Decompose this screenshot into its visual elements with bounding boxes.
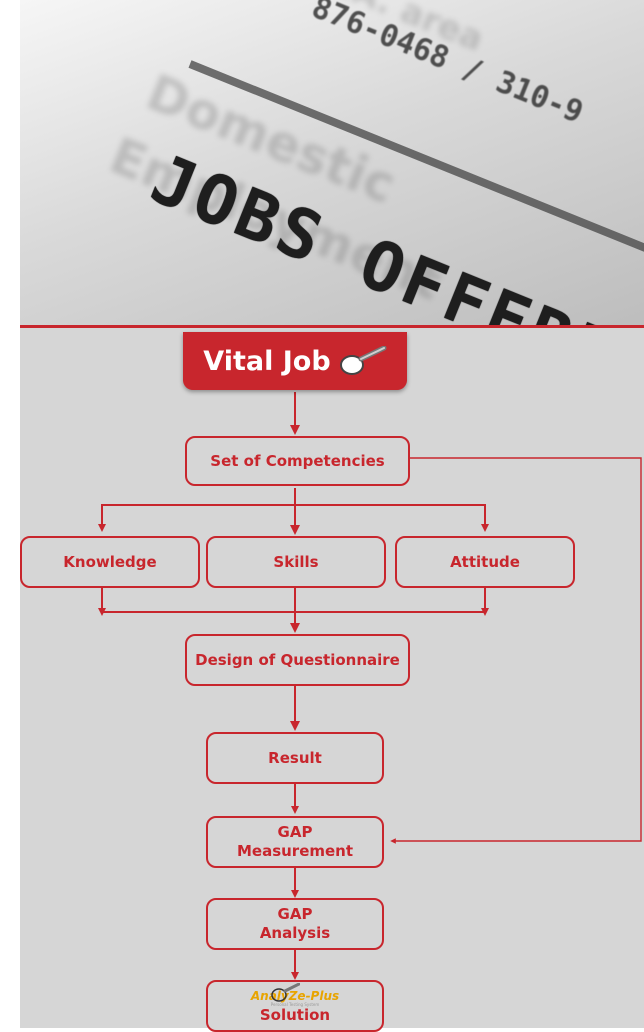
node-set-of-competencies-label: Set of Competencies (210, 451, 385, 470)
node-set-of-competencies: Set of Competencies (185, 436, 410, 486)
node-attitude: Attitude (395, 536, 575, 588)
node-gap-analysis: GAP Analysis (206, 898, 384, 950)
vital-job-title: Vital Job (183, 332, 407, 390)
node-gap-analysis-label-1: GAP (277, 905, 313, 923)
node-gap-measurement-label-1: GAP (277, 823, 313, 841)
solution-content: AnalyZe-Plus Personal Testing System Sol… (251, 983, 339, 1024)
hero-divider (20, 325, 644, 328)
brand-tagline: Personal Testing System (270, 1002, 320, 1007)
node-result: Result (206, 732, 384, 784)
node-solution-label: Solution (259, 1006, 331, 1024)
node-knowledge: Knowledge (20, 536, 200, 588)
brand-magnifier-icon (271, 983, 300, 1002)
node-skills: Skills (206, 536, 386, 588)
magnifier-icon (339, 346, 387, 375)
node-knowledge-label: Knowledge (63, 552, 157, 571)
node-design-of-questionnaire-label: Design of Questionnaire (195, 650, 400, 669)
node-skills-label: Skills (273, 552, 319, 571)
node-result-label: Result (268, 748, 322, 767)
node-gap-analysis-label-2: Analysis (259, 924, 331, 942)
node-design-of-questionnaire: Design of Questionnaire (185, 634, 410, 686)
brand-logo: AnalyZe-Plus Personal Testing System (251, 983, 339, 1007)
hero-image: W.L.A. area Domestic Employment 876-0468… (20, 0, 644, 328)
vital-job-title-text: Vital Job (203, 345, 331, 377)
node-solution: AnalyZe-Plus Personal Testing System Sol… (206, 980, 384, 1032)
node-attitude-label: Attitude (450, 552, 520, 571)
node-gap-measurement: GAP Measurement (206, 816, 384, 868)
node-gap-measurement-label-2: Measurement (236, 842, 354, 860)
